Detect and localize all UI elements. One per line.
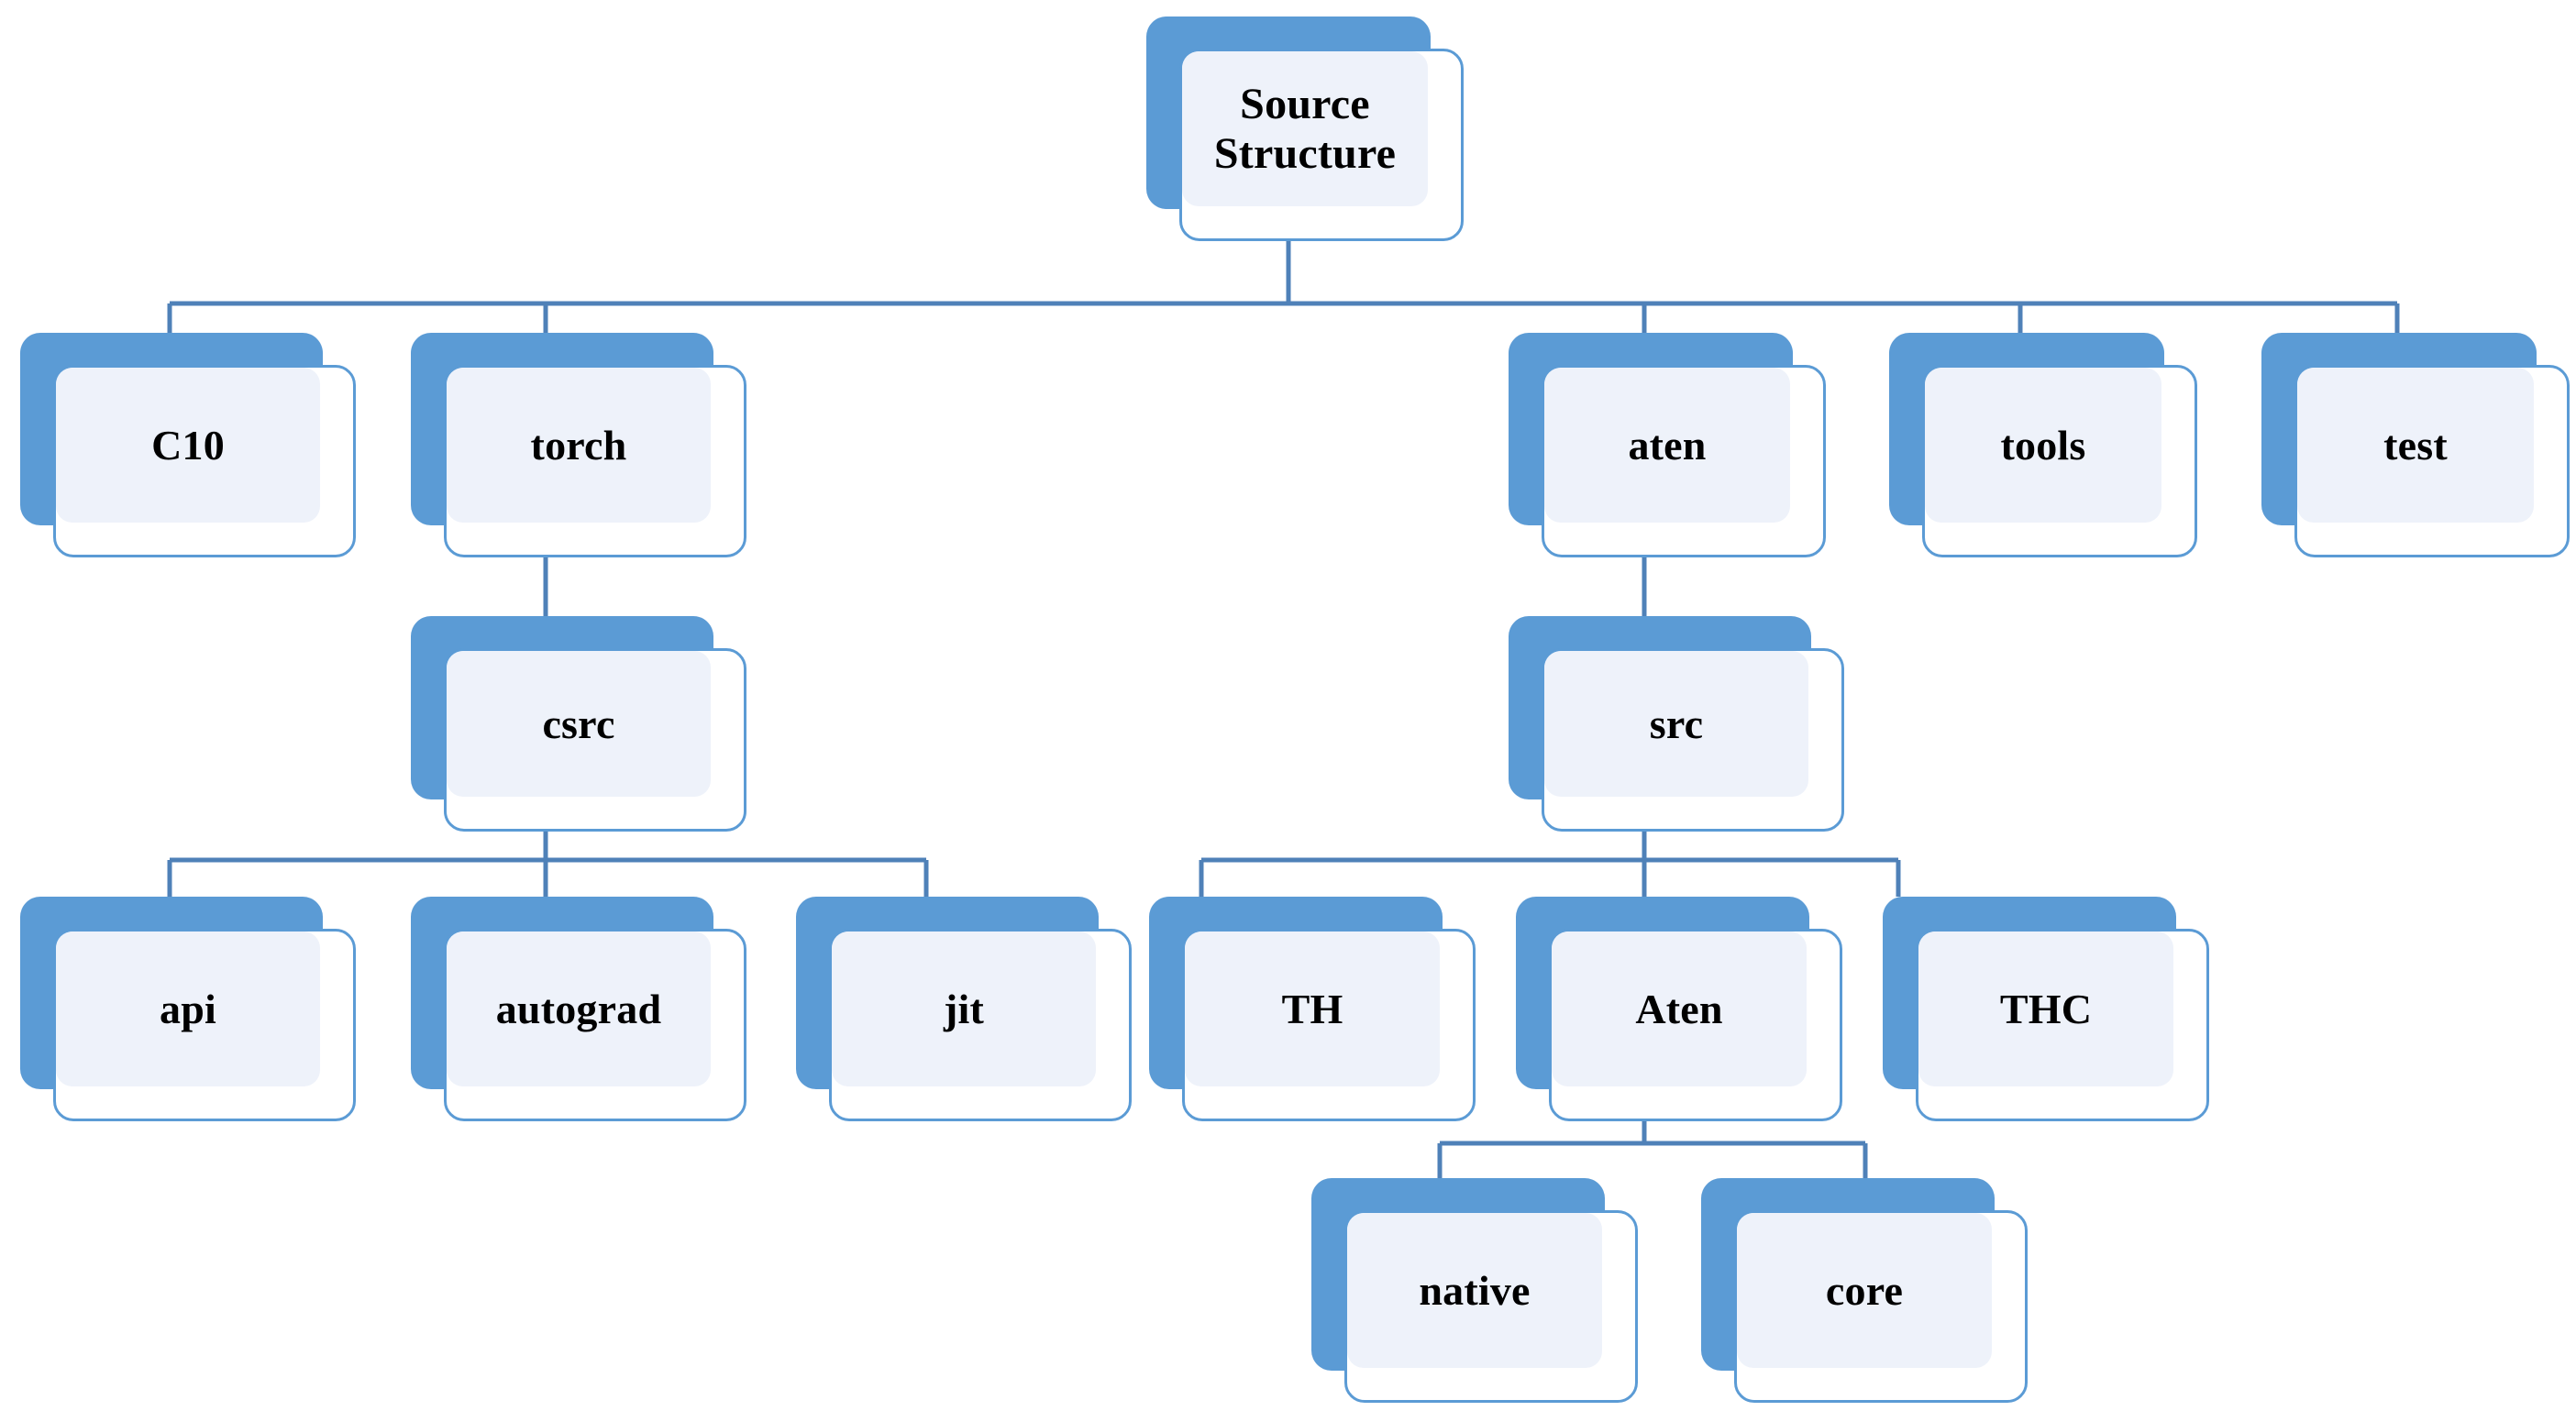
node-label-root: Source Structure <box>1213 79 1397 178</box>
node-test[interactable]: test <box>2261 333 2570 557</box>
node-label-thc: THC <box>1999 985 2093 1032</box>
node-label-csrc: csrc <box>542 700 615 747</box>
node-label-core: core <box>1825 1266 1904 1314</box>
node-label-aten2: Aten <box>1635 985 1723 1032</box>
node-label-th: TH <box>1281 985 1343 1032</box>
node-overlap-tint <box>1185 931 1440 1086</box>
node-overlap-tint <box>2297 368 2534 523</box>
node-label-tools: tools <box>2000 421 2086 468</box>
node-overlap-tint <box>1347 1213 1602 1368</box>
node-overlap-tint <box>56 931 320 1086</box>
node-tools[interactable]: tools <box>1889 333 2197 557</box>
node-torch[interactable]: torch <box>411 333 746 557</box>
node-core[interactable]: core <box>1701 1178 2028 1403</box>
node-overlap-tint <box>56 368 320 523</box>
node-label-torch: torch <box>530 421 627 468</box>
node-label-test: test <box>2383 421 2448 468</box>
node-aten[interactable]: aten <box>1509 333 1826 557</box>
node-label-src: src <box>1649 700 1704 747</box>
node-label-api: api <box>160 985 216 1032</box>
node-overlap-tint <box>447 931 711 1086</box>
node-label-aten: aten <box>1628 421 1707 468</box>
node-src[interactable]: src <box>1509 616 1844 832</box>
node-label-autograd: autograd <box>495 985 662 1032</box>
node-native[interactable]: native <box>1311 1178 1638 1403</box>
node-overlap-tint <box>1544 651 1808 797</box>
node-label-jit: jit <box>943 985 985 1032</box>
node-label-c10: C10 <box>151 421 225 468</box>
node-overlap-tint <box>447 651 711 797</box>
node-overlap-tint <box>1544 368 1790 523</box>
node-autograd[interactable]: autograd <box>411 897 746 1121</box>
node-api[interactable]: api <box>20 897 356 1121</box>
node-thc[interactable]: THC <box>1883 897 2209 1121</box>
node-aten2[interactable]: Aten <box>1516 897 1842 1121</box>
node-overlap-tint <box>1182 51 1428 206</box>
node-overlap-tint <box>1925 368 2161 523</box>
node-overlap-tint <box>1552 931 1807 1086</box>
node-overlap-tint <box>1737 1213 1992 1368</box>
node-csrc[interactable]: csrc <box>411 616 746 832</box>
node-overlap-tint <box>832 931 1096 1086</box>
node-jit[interactable]: jit <box>796 897 1132 1121</box>
node-label-native: native <box>1419 1266 1531 1314</box>
node-root[interactable]: Source Structure <box>1146 17 1464 241</box>
node-c10[interactable]: C10 <box>20 333 356 557</box>
node-th[interactable]: TH <box>1149 897 1476 1121</box>
node-overlap-tint <box>447 368 711 523</box>
node-overlap-tint <box>1918 931 2173 1086</box>
